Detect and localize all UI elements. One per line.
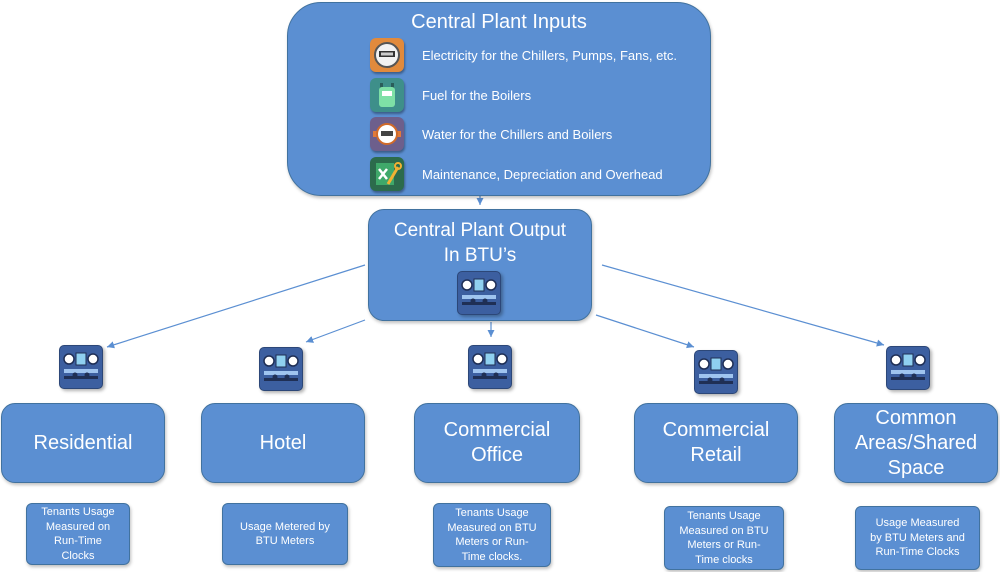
category-commercial-retail: Commercial Retail bbox=[634, 403, 798, 483]
note-line: Time clocks. bbox=[461, 550, 523, 563]
output-title-line2: In BTU’s bbox=[443, 245, 517, 266]
category-label-line: Common bbox=[875, 406, 957, 429]
note-line: Run-Time Clocks bbox=[875, 546, 960, 559]
note-line: Usage Measured bbox=[875, 517, 960, 530]
arrow-to-residential bbox=[106, 264, 366, 349]
input-item-electricity: Electricity for the Chillers, Pumps, Fan… bbox=[370, 37, 677, 73]
btu-meter-icon bbox=[457, 271, 501, 315]
note-line: Clocks bbox=[61, 549, 95, 562]
note-line: Meters or Run- bbox=[687, 539, 761, 551]
input-item-maintenance: Maintenance, Depreciation and Overhead bbox=[370, 156, 663, 192]
note-line: Tenants Usage bbox=[455, 507, 529, 519]
category-label-line: Retail bbox=[690, 444, 742, 466]
note-line: Time clocks bbox=[695, 553, 753, 566]
note-line: Tenants Usage bbox=[687, 510, 761, 522]
btu-meter-icon bbox=[259, 347, 303, 391]
note-line: by BTU Meters and bbox=[870, 531, 965, 544]
category-label: Common Areas/Shared Space bbox=[855, 406, 977, 481]
central-plant-output-box: Central Plant Output In BTU’s bbox=[368, 209, 592, 321]
category-label: Commercial Retail bbox=[663, 418, 770, 468]
note-common-areas: Usage Measured by BTU Meters and Run-Tim… bbox=[855, 506, 980, 570]
central-plant-inputs-box: Central Plant Inputs Electricity for the… bbox=[287, 2, 711, 196]
arrow-to-common-areas bbox=[601, 264, 885, 347]
input-item-water: Water for the Chillers and Boilers bbox=[370, 116, 612, 152]
btu-meter-icon bbox=[694, 350, 738, 394]
category-label-line: Space bbox=[887, 456, 945, 479]
input-label: Maintenance, Depreciation and Overhead bbox=[422, 166, 663, 182]
note-hotel: Usage Metered by BTU Meters bbox=[222, 503, 348, 565]
note-line: Usage Metered by bbox=[240, 520, 330, 533]
water-meter-icon bbox=[370, 117, 404, 151]
btu-meter-icon bbox=[59, 345, 103, 389]
arrow-to-hotel bbox=[305, 319, 366, 343]
note-line: Measured on BTU bbox=[447, 521, 537, 534]
input-label: Electricity for the Chillers, Pumps, Fan… bbox=[422, 47, 678, 63]
category-hotel: Hotel bbox=[201, 403, 365, 483]
category-label: Hotel bbox=[259, 431, 307, 454]
note-line: BTU Meters bbox=[255, 535, 315, 547]
gas-meter-icon bbox=[370, 78, 404, 112]
output-title-line1: Central Plant Output bbox=[393, 220, 567, 241]
category-label: Commercial Office bbox=[444, 418, 551, 468]
input-label: Fuel for the Boilers bbox=[422, 87, 532, 103]
category-label-line: Areas/Shared bbox=[854, 431, 978, 454]
category-residential: Residential bbox=[1, 403, 165, 483]
category-label-line: Commercial bbox=[662, 419, 770, 441]
spreadsheet-wrench-icon bbox=[370, 157, 404, 191]
btu-meter-icon bbox=[468, 345, 512, 389]
input-item-fuel: Fuel for the Boilers bbox=[370, 77, 531, 113]
input-label: Water for the Chillers and Boilers bbox=[422, 126, 613, 142]
category-common-areas: Common Areas/Shared Space bbox=[834, 403, 998, 483]
note-commercial-office: Tenants Usage Measured on BTU Meters or … bbox=[433, 503, 551, 567]
category-label-line: Commercial bbox=[443, 419, 551, 441]
category-commercial-office: Commercial Office bbox=[414, 403, 580, 483]
note-residential: Tenants Usage Measured on Run-Time Clock… bbox=[26, 503, 130, 565]
note-line: Run-Time bbox=[54, 535, 102, 547]
category-label: Residential bbox=[33, 431, 133, 454]
category-label-line: Office bbox=[471, 444, 523, 466]
note-commercial-retail: Tenants Usage Measured on BTU Meters or … bbox=[664, 506, 784, 570]
arrow-to-commercial-retail bbox=[595, 314, 695, 349]
note-line: Tenants Usage bbox=[41, 506, 115, 518]
note-line: Measured on BTU bbox=[679, 524, 769, 537]
btu-meter-icon bbox=[886, 346, 930, 390]
inputs-title: Central Plant Inputs bbox=[411, 11, 587, 33]
output-title: Central Plant Output In BTU’s bbox=[369, 218, 591, 268]
electric-meter-icon bbox=[370, 38, 404, 72]
note-line: Meters or Run- bbox=[455, 536, 529, 548]
note-line: Measured on bbox=[45, 520, 111, 533]
